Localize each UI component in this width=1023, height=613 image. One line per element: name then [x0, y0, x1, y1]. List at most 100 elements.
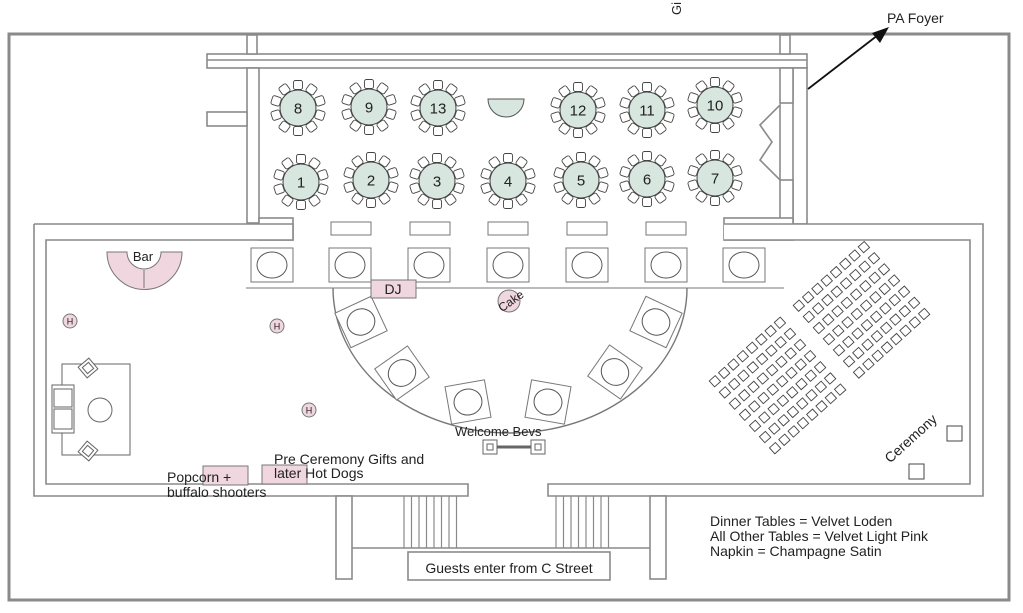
arc-table — [629, 295, 683, 349]
chair — [366, 152, 376, 162]
arc-table — [524, 379, 572, 425]
head-table-seat — [407, 247, 451, 283]
ceremony-chair — [839, 257, 852, 271]
chair — [642, 151, 652, 161]
table-number: 8 — [294, 101, 302, 118]
head-table-seat — [250, 247, 294, 283]
ceremony-chair — [822, 332, 836, 346]
ceremony-chair — [755, 352, 769, 366]
chair — [364, 79, 374, 89]
ceremony-chair — [851, 327, 864, 340]
legend-line-2: All Other Tables = Velvet Light Pink — [710, 528, 929, 544]
chair — [576, 152, 586, 162]
chair — [642, 197, 652, 207]
chair — [488, 156, 501, 169]
ceremony-chair — [859, 279, 872, 293]
dj-booth: DJ — [370, 279, 417, 299]
ceremony-chair — [811, 282, 824, 296]
ceremony-chair — [833, 383, 847, 396]
ceremony-chair — [850, 307, 864, 321]
ceremony-chair — [778, 433, 791, 447]
chair — [445, 83, 458, 96]
ceremony-chair — [878, 282, 892, 296]
ceremony-chair — [765, 344, 778, 357]
chair — [619, 166, 631, 178]
chair — [731, 179, 743, 191]
chair — [663, 111, 675, 123]
lounge-area — [33, 223, 984, 497]
chair — [366, 198, 376, 208]
pa-foyer-label: PA Foyer — [887, 10, 944, 26]
building-outline — [7, 32, 1011, 602]
ceremony-chair — [887, 274, 901, 287]
ceremony-chair — [811, 302, 825, 315]
legend-line-3: Napkin = Champagne Satin — [710, 543, 882, 559]
head-table-seat — [328, 247, 372, 283]
table-number: 5 — [577, 173, 585, 190]
head-table-seat — [565, 247, 609, 283]
highboy-label: H — [67, 317, 74, 327]
head-table-seat — [486, 247, 530, 283]
table-number: 13 — [430, 101, 447, 118]
ceremony-chair — [804, 369, 818, 382]
arc-line — [332, 287, 688, 434]
chair — [710, 123, 720, 133]
chair — [417, 156, 430, 169]
arc-table — [334, 295, 388, 349]
ceremony-chair — [765, 363, 779, 377]
ceremony-chair — [860, 318, 874, 332]
ceremony-chair — [787, 425, 800, 438]
ceremony-chair — [857, 240, 871, 254]
entrance-stairs — [335, 495, 667, 581]
popcorn-label-line1: Popcorn + — [167, 469, 231, 485]
ceremony-chair — [840, 296, 854, 310]
ceremony-chair — [785, 386, 799, 399]
ceremony-chair — [774, 335, 787, 349]
ceremony-chair — [842, 335, 855, 349]
chair — [503, 153, 513, 163]
runner-table — [487, 221, 529, 236]
ceremony-chair — [748, 400, 761, 413]
ceremony-chair — [777, 413, 790, 427]
welcome-bevs-station: Welcome Bevs — [455, 424, 546, 455]
ceremony-chair — [917, 307, 931, 321]
ceremony-chair — [727, 377, 741, 391]
ceremony-chair — [859, 299, 873, 312]
chair — [619, 180, 631, 192]
ceremony-chair — [823, 372, 837, 385]
ceremony-chair — [880, 341, 894, 354]
ceremony-table — [908, 463, 925, 480]
ceremony-chair — [867, 251, 881, 265]
ceremony-chair — [814, 380, 828, 394]
dinner-table: 4 — [480, 153, 536, 209]
ceremony-chair — [784, 347, 797, 360]
chair — [642, 128, 652, 138]
ceremony-seating — [708, 240, 931, 455]
table-number: 1 — [297, 175, 305, 192]
ceremony-chair — [899, 324, 912, 338]
ceremony-chair — [748, 419, 762, 433]
ceremony-chair — [775, 355, 788, 369]
chair — [687, 92, 699, 104]
ceremony-chair — [727, 358, 740, 371]
chair — [444, 156, 457, 169]
ceremony-chair — [793, 338, 807, 352]
chair — [710, 150, 720, 160]
ceremony-chair — [821, 293, 834, 307]
dinner-table: 3 — [409, 153, 465, 209]
ceremony-chair — [831, 304, 844, 318]
head-table-arc — [246, 221, 784, 434]
dinner-table: 8 — [270, 80, 326, 136]
ceremony-chair — [852, 346, 865, 360]
chair — [550, 97, 562, 109]
chair — [349, 82, 362, 95]
ceremony-chair — [768, 422, 781, 435]
ceremony-chair — [737, 388, 751, 402]
chair — [687, 179, 699, 191]
ceremony-chair — [820, 274, 834, 287]
ceremony-chair — [869, 310, 883, 324]
ceremony-label: Ceremony — [881, 411, 940, 466]
chair — [524, 168, 536, 180]
ceremony-chair — [745, 341, 759, 355]
